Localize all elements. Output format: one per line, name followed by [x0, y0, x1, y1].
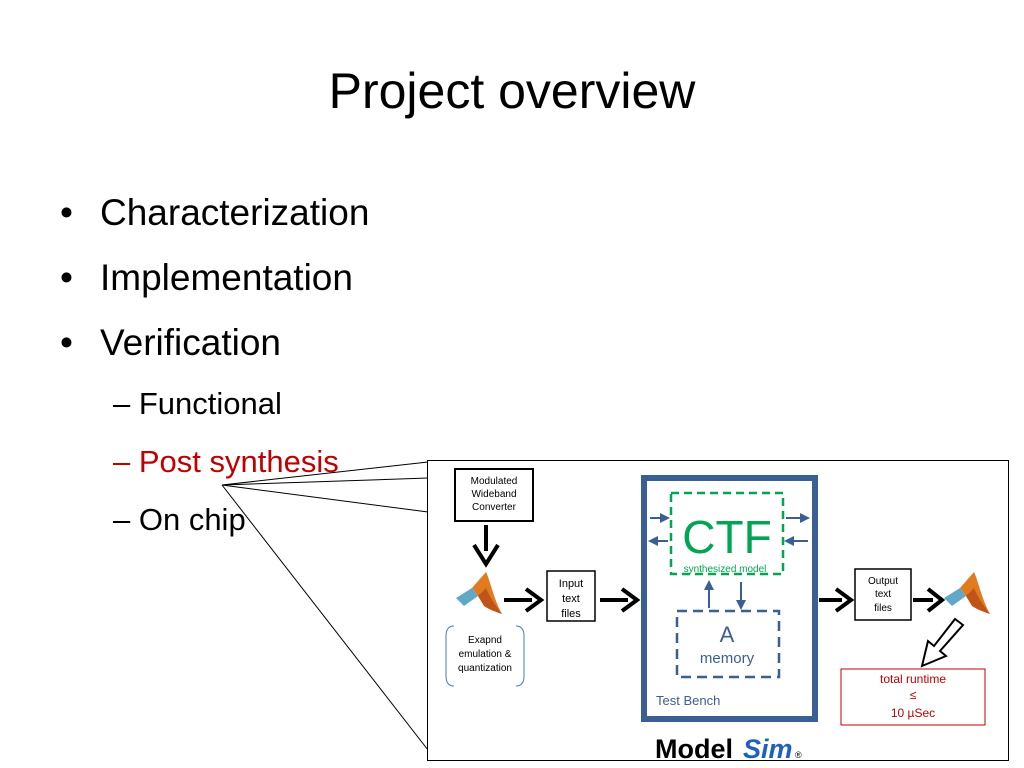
expand-label-1: Exapnd [468, 635, 502, 646]
logo-model-text: Model [655, 734, 733, 760]
verification-diagram: Modulated Wideband Converter Exapnd emul… [427, 460, 1009, 761]
right-arrow-icon [600, 587, 641, 613]
right-arrow-icon [913, 587, 946, 613]
down-arrow-icon [472, 525, 500, 568]
hollow-arrow-icon [920, 617, 965, 668]
ctf-label: CTF [682, 511, 771, 563]
memory-arrows [704, 580, 746, 610]
memory-label: memory [700, 650, 755, 667]
memory-box: A memory [675, 609, 781, 679]
test-bench-label: Test Bench [656, 693, 720, 708]
memory-letter: A [720, 622, 735, 647]
output-label-1: Output [868, 576, 898, 587]
output-label-3: files [874, 603, 892, 614]
mwc-box: Modulated Wideband Converter [454, 468, 534, 522]
ctf-box: CTF synthesized model [669, 491, 785, 576]
sub-bullet-on-chip: – On chip [113, 502, 246, 537]
bullet-characterization: •Characterization [60, 192, 370, 233]
expand-label-3: quantization [458, 663, 512, 674]
bullet-verification: •Verification [60, 322, 281, 363]
sub-bullet-post-synthesis: – Post synthesis [113, 444, 339, 479]
expand-label-2: emulation & [459, 649, 512, 660]
ctf-sub-label: synthesized model [684, 564, 767, 575]
output-label-2: text [875, 589, 891, 600]
input-label-1: Input [559, 578, 583, 590]
input-label-2: text [562, 593, 580, 605]
diagram-canvas: Modulated Wideband Converter Exapnd emul… [445, 468, 990, 760]
ctf-side-arrows [648, 513, 810, 546]
input-files-box: Input text files [546, 570, 596, 622]
mwc-label-3: Converter [472, 502, 517, 513]
right-arrow-icon [504, 587, 545, 613]
input-label-3: files [561, 608, 581, 620]
runtime-box: total runtime ≤ 10 µSec [840, 668, 986, 726]
runtime-label-2: ≤ [910, 688, 917, 702]
sub-bullet-functional: – Functional [113, 386, 282, 421]
modelsim-logo: Model Sim ® [655, 734, 802, 760]
matlab-logo-icon [944, 572, 990, 614]
right-arrow-icon [819, 587, 855, 613]
slide-title: Project overview [328, 63, 696, 119]
bullet-implementation: •Implementation [60, 257, 353, 298]
matlab-logo-icon [456, 572, 502, 614]
runtime-label-3: 10 µSec [891, 706, 935, 720]
mwc-label-2: Wideband [471, 489, 516, 500]
mwc-label-1: Modulated [471, 476, 518, 487]
runtime-label-1: total runtime [880, 672, 946, 686]
logo-trademark: ® [795, 750, 802, 760]
logo-sim-text: Sim [743, 734, 793, 760]
expand-emulation-box: Exapnd emulation & quantization [445, 625, 525, 687]
output-files-box: Output text files [854, 568, 912, 621]
